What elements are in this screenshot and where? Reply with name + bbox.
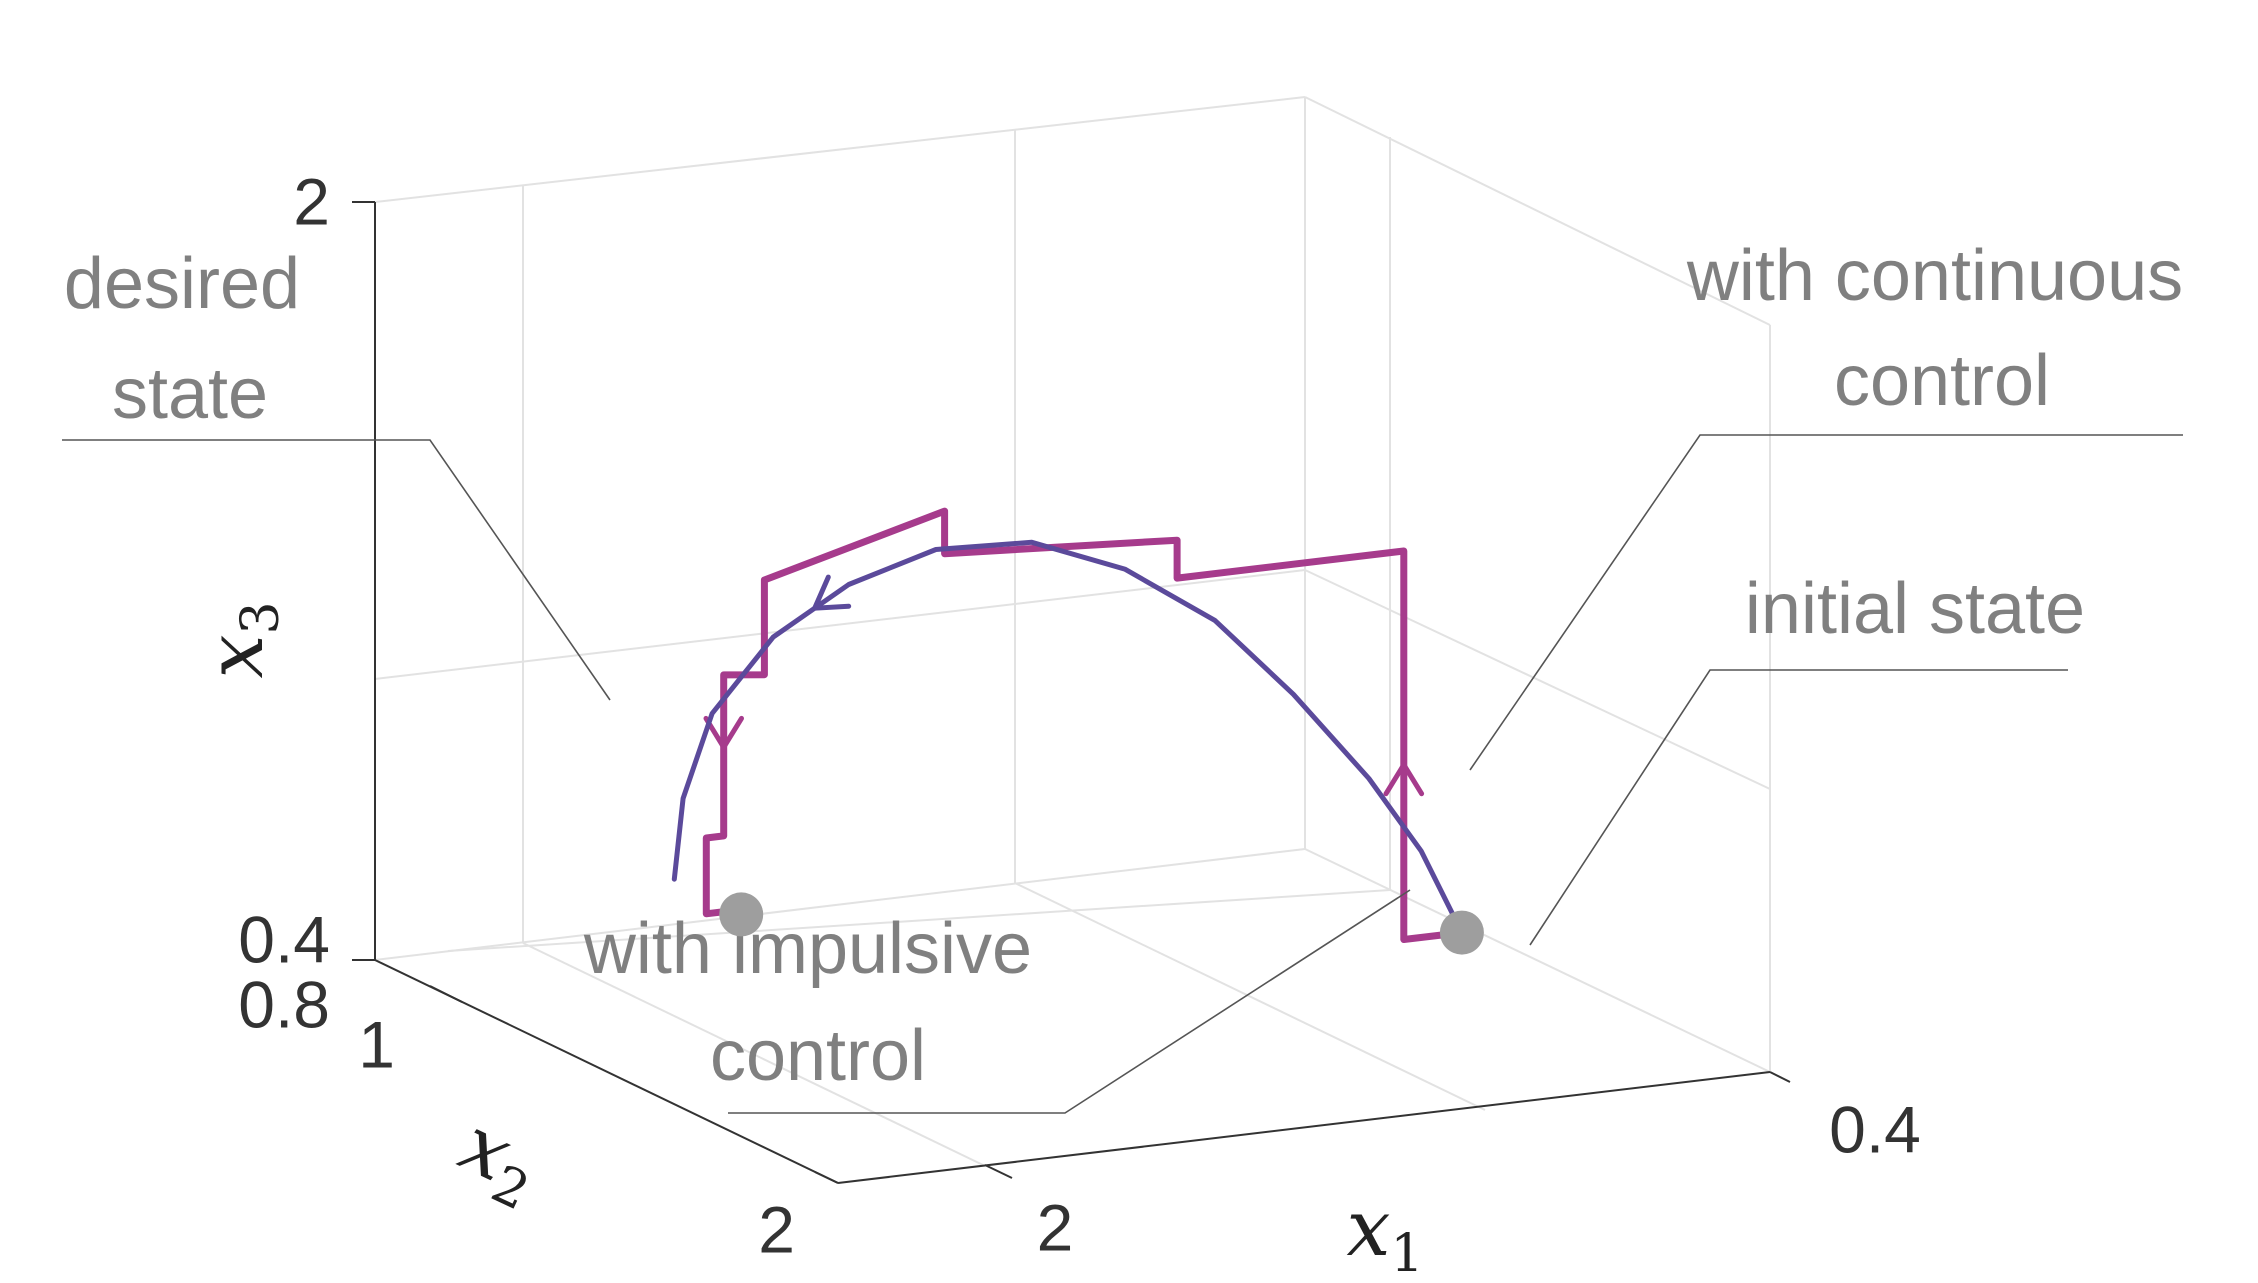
x1-axis xyxy=(837,1071,1771,1184)
svg-text:x3: x3 xyxy=(191,601,291,678)
back-top-edge-left xyxy=(374,96,1306,203)
x2-tick-1 xyxy=(429,985,463,1003)
svg-text:x1: x1 xyxy=(1346,1184,1423,1283)
direction-arrow-impulsive-1 xyxy=(703,715,744,753)
grid-x3-mid-right xyxy=(1304,569,1771,790)
x1-tick-label-2: 2 xyxy=(1037,1190,1074,1264)
leader-lines xyxy=(62,434,2183,1114)
marker-initial-state xyxy=(1439,910,1484,955)
back-top-edge-right xyxy=(1304,96,1771,326)
x1-tick-04 xyxy=(1769,1071,1791,1083)
series-line-continuous xyxy=(671,539,1465,936)
direction-arrow-impulsive-0 xyxy=(1383,759,1425,797)
grid-x2-mid-floor xyxy=(522,942,984,1166)
x1-axis-title: x1 xyxy=(1346,1184,1423,1283)
grid-floor-x2 xyxy=(447,889,1391,952)
x1-tick-label-04: 0.4 xyxy=(1829,1092,1921,1166)
annot-desired-line2: state xyxy=(112,354,268,434)
x2-tick-label-2: 2 xyxy=(758,1192,795,1266)
annot-desired-line1: desired xyxy=(64,244,300,324)
marker-layer xyxy=(719,892,1484,955)
leader-initial xyxy=(1529,669,2068,946)
annot-impulsive-line2: control xyxy=(710,1016,926,1096)
x2-axis-title: x2 xyxy=(443,1099,555,1222)
x2-tick-label-1: 1 xyxy=(358,1007,395,1081)
svg-text:x2: x2 xyxy=(443,1099,555,1222)
floor-right-edge xyxy=(1304,848,1771,1073)
annot-continuous-line1: with continuous xyxy=(1686,236,2183,316)
floor-back-edge xyxy=(374,848,1306,961)
x2-tick-2 xyxy=(814,1171,839,1184)
x3-tick-label-top: 2 xyxy=(293,164,330,238)
leader-desired xyxy=(62,439,611,701)
x2-tick-label-08: 0.8 xyxy=(238,967,330,1041)
grid-box xyxy=(374,96,1771,1166)
leader-continuous xyxy=(1469,434,2183,771)
annot-impulsive-line1: with impulsive xyxy=(583,909,1032,989)
marker-desired-state xyxy=(719,892,764,937)
annot-continuous-line2: control xyxy=(1834,341,2050,421)
x3-tick-label-bottom: 0.4 xyxy=(238,902,330,976)
grid-x1-mid-floor xyxy=(1014,882,1486,1111)
x3-axis-title: x3 xyxy=(191,601,291,678)
series-line-impulsive xyxy=(702,507,1466,943)
axes xyxy=(352,201,1791,1184)
annot-initial: initial state xyxy=(1745,569,2085,649)
direction-arrow-continuous-0 xyxy=(810,574,852,611)
annotations: desired state with continuous control in… xyxy=(64,236,2183,1096)
series-layer xyxy=(671,507,1466,943)
leader-impulsive xyxy=(728,889,1411,1114)
grid-x3-mid-left xyxy=(374,569,1306,680)
x1-tick-2 xyxy=(984,1164,1013,1179)
tick-labels: 2 0.4 0.8 1 2 2 0.4 xyxy=(238,164,1921,1266)
